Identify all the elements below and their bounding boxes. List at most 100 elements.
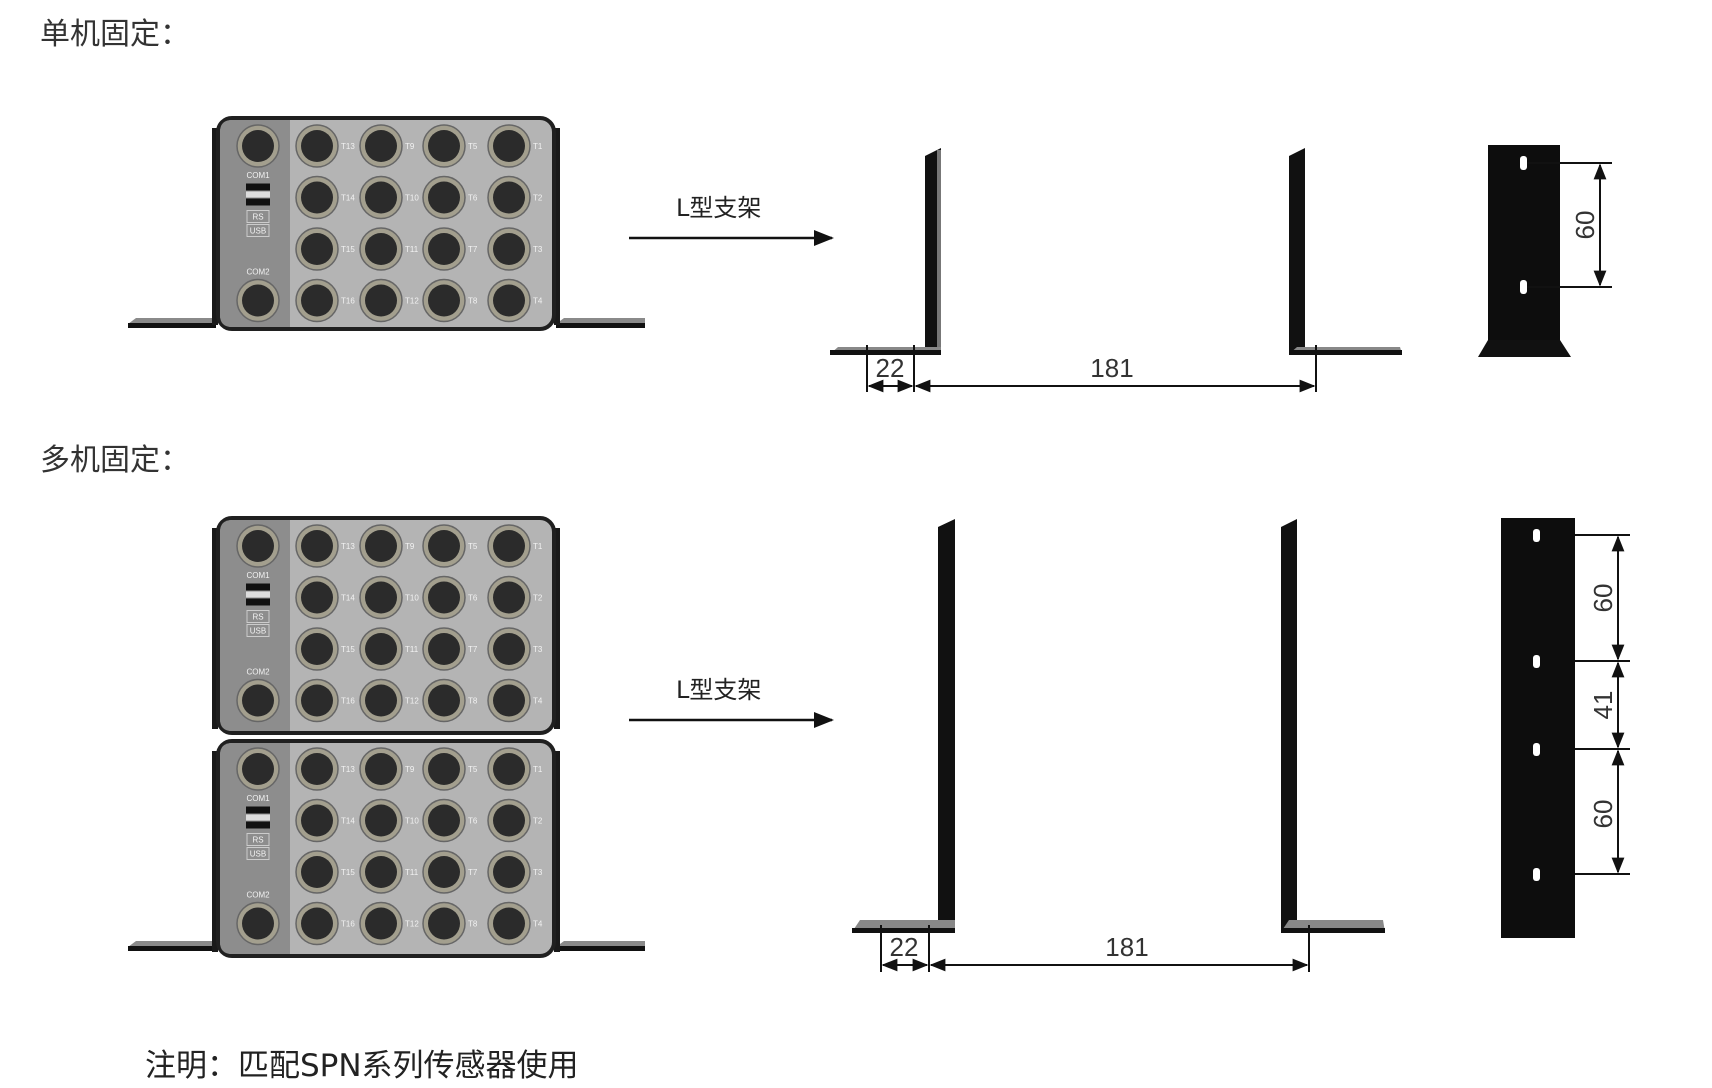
dim-holes-multi-2: 41 [1588,691,1618,720]
sensor-port-t13 [295,524,339,568]
com2-label: COM2 [246,668,270,677]
com2-connector [236,278,280,323]
sensor-port-t7 [422,227,466,271]
port-label: T13 [341,142,355,151]
dim-span-multi: 181 [1105,932,1148,962]
sensor-port-t3 [487,227,531,271]
port-label: T9 [405,765,415,774]
sensor-port-t9 [359,124,403,168]
port-label: T7 [468,645,478,654]
port-label: T13 [341,765,355,774]
sensor-port-t16 [295,678,339,723]
port-label: T6 [468,817,478,826]
port-label: T5 [468,542,478,551]
usb-label: USB [250,227,266,236]
port-label: T8 [468,697,478,706]
l-bracket-right-multi [1281,519,1385,933]
dimension-lines-single [866,345,1317,393]
port-label: T5 [468,142,478,151]
port-label: T3 [533,645,543,654]
dim-span-single: 181 [1090,353,1133,383]
port-label: T9 [405,142,415,151]
port-label: T15 [341,645,355,654]
sensor-port-t7 [422,850,466,894]
port-label: T13 [341,542,355,551]
sensor-port-t9 [359,524,403,568]
usb-port [246,183,270,206]
usb-label: USB [250,850,266,859]
usb-label: RS [252,836,263,845]
mounting-foot [556,941,645,951]
sensor-port-t8 [422,678,466,723]
sensor-port-t6 [422,798,466,843]
port-label: T7 [468,245,478,254]
sensor-port-t3 [487,850,531,894]
mounting-foot [128,318,216,328]
port-label: T14 [341,194,355,203]
usb-label: USB [250,627,266,636]
port-label: T5 [468,765,478,774]
dim-foot-multi: 22 [890,932,919,962]
com1-connector [236,124,280,168]
dim-holes-single: 60 [1570,211,1600,240]
port-label: T10 [405,817,419,826]
port-label: T14 [341,817,355,826]
device-body [216,516,556,735]
sensor-port-t8 [422,278,466,323]
device-body [216,116,556,331]
sensor-port-t14 [295,575,339,620]
port-label: T11 [405,245,419,254]
sensor-port-t2 [487,798,531,843]
sensor-port-t15 [295,627,339,671]
port-label: T10 [405,594,419,603]
port-label: T4 [533,920,543,929]
port-label: T2 [533,194,543,203]
port-label: T3 [533,868,543,877]
sensor-port-t1 [487,124,531,168]
device-body [216,739,556,958]
dim-holes-multi-1: 60 [1588,584,1618,613]
l-bracket-right-single [1289,148,1402,355]
sensor-port-t14 [295,798,339,843]
com1-label: COM1 [246,171,270,180]
sensor-port-t7 [422,627,466,671]
hole-dimension-multi [1575,534,1630,875]
usb-label: RS [252,613,263,622]
sensor-port-t10 [359,798,403,843]
port-label: T3 [533,245,543,254]
sensor-port-t12 [359,678,403,723]
port-label: T14 [341,594,355,603]
sensor-port-t10 [359,575,403,620]
port-label: T8 [468,297,478,306]
com1-label: COM1 [246,571,270,580]
com2-connector [236,678,280,723]
port-label: T10 [405,194,419,203]
com1-connector [236,524,280,568]
com2-connector [236,901,280,946]
sensor-port-t12 [359,901,403,946]
sensor-port-t11 [359,227,403,271]
arrow-label-single: L型支架 [676,194,761,222]
com2-label: COM2 [246,268,270,277]
port-label: T6 [468,594,478,603]
sensor-port-t3 [487,627,531,671]
port-label: T11 [405,645,419,654]
sensor-port-t11 [359,627,403,671]
sensor-port-t5 [422,524,466,568]
port-label: T6 [468,194,478,203]
sensor-port-t1 [487,524,531,568]
sensor-port-t5 [422,747,466,791]
port-label: T16 [341,297,355,306]
sensor-port-t4 [487,901,531,946]
usb-label: RS [252,213,263,222]
dim-foot-single: 22 [876,353,905,383]
port-label: T12 [405,697,419,706]
port-label: T1 [533,765,543,774]
port-label: T8 [468,920,478,929]
arrow-label-multi: L型支架 [676,676,761,704]
port-label: T2 [533,817,543,826]
mounting-foot [556,318,645,328]
